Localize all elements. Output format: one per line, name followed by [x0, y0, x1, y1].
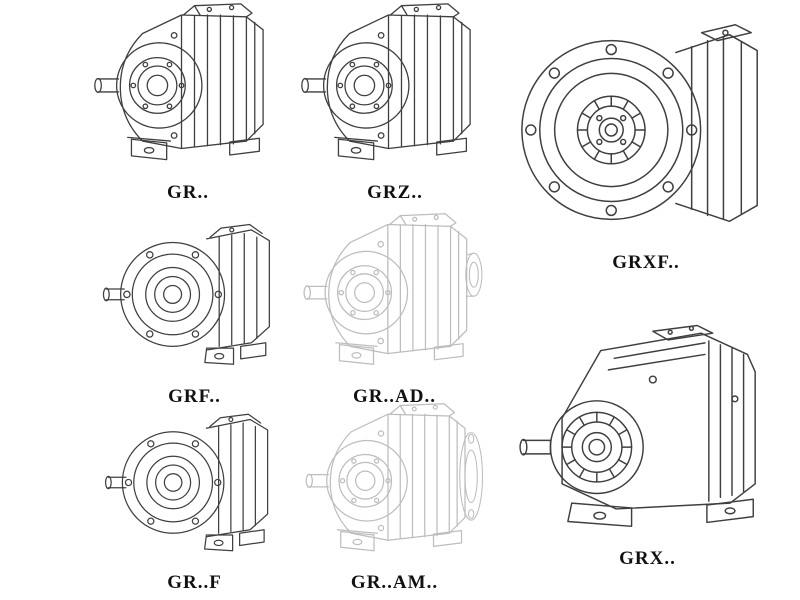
- gearbox-drawing-gr-am: [295, 402, 495, 570]
- gearbox-drawing-gr-ad: [295, 212, 495, 384]
- product-cell-grx: GRX..: [505, 300, 790, 570]
- product-cell-grxf: GRXF..: [505, 10, 787, 274]
- product-cell-gr: GR..: [88, 2, 288, 204]
- product-cell-gr-am: GR..AM..: [292, 402, 497, 594]
- gearbox-drawing-gr: [94, 3, 264, 161]
- model-label-gr-ad: GR..AD..: [353, 386, 436, 407]
- model-label-grx: GRX..: [619, 548, 676, 569]
- model-label-gr: GR..: [167, 182, 209, 203]
- model-label-grf: GRF..: [168, 386, 221, 407]
- product-cell-grz: GRZ..: [295, 2, 495, 204]
- gearbox-drawing-gr-f: [104, 413, 268, 552]
- gearbox-drawing-grx: [518, 324, 756, 528]
- product-cell-gr-ad: GR..AD..: [292, 212, 497, 408]
- model-label-gr-am: GR..AM..: [350, 572, 439, 593]
- model-label-grxf: GRXF..: [612, 252, 680, 273]
- gearbox-drawing-grz: [301, 3, 471, 161]
- gearbox-drawing-grxf: [521, 24, 758, 223]
- gearbox-drawing-grf: [102, 223, 270, 365]
- model-label-gr-f: GR..F: [167, 572, 222, 593]
- product-cell-gr-f: GR..F: [92, 402, 297, 594]
- model-label-grz: GRZ..: [367, 182, 423, 203]
- product-cell-grf: GRF..: [92, 212, 297, 408]
